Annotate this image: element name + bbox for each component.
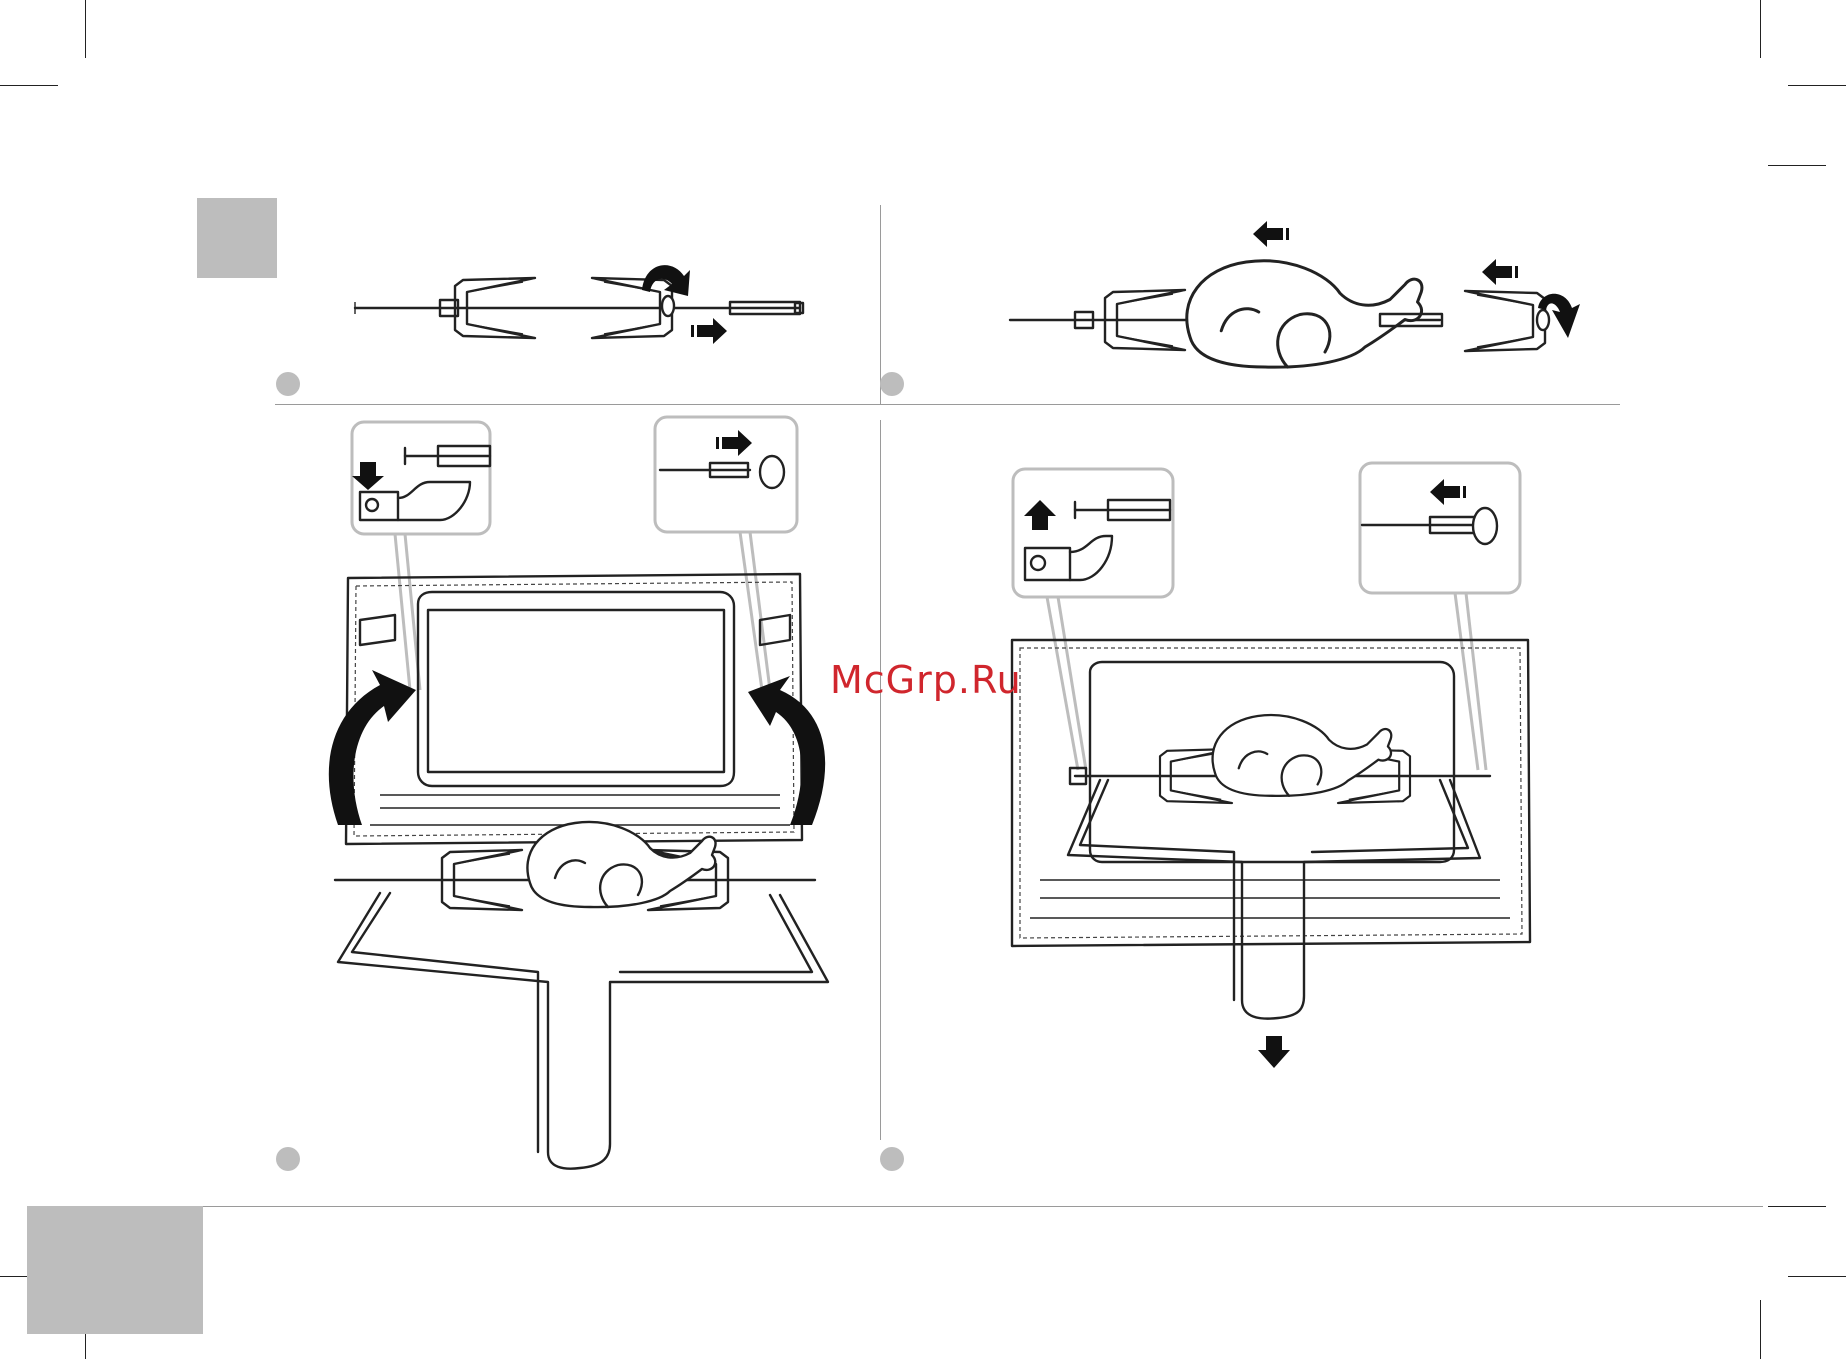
chicken-on-spit-illustration — [1010, 221, 1580, 367]
spit-in-oven-remove-handle-illustration — [1012, 463, 1530, 1068]
watermark: McGrp.Ru — [830, 658, 1022, 702]
spit-fork-assembly-illustration — [355, 265, 803, 344]
insert-spit-into-oven-illustration — [329, 417, 828, 1169]
